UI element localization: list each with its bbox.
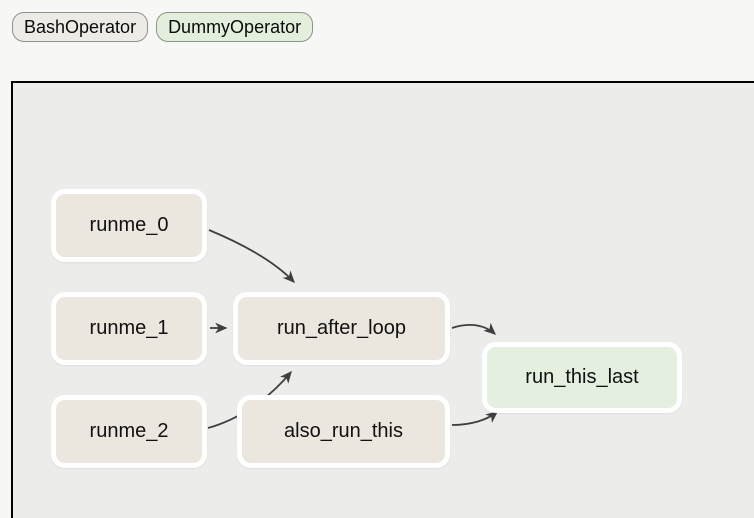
task-node-runme_1[interactable]: runme_1 (51, 292, 207, 365)
edge-run_after_loop-run_this_last (451, 322, 497, 335)
dag-graph-panel[interactable]: runme_0 runme_1 runme_2 run_after_loop a… (11, 81, 754, 518)
task-node-label: runme_0 (89, 214, 169, 236)
task-node-run_after_loop[interactable]: run_after_loop (233, 292, 450, 365)
task-node-runme_0[interactable]: runme_0 (51, 189, 207, 262)
task-node-run_this_last[interactable]: run_this_last (482, 342, 682, 413)
edge-runme_0-run_after_loop (208, 229, 295, 283)
task-node-label: run_after_loop (277, 317, 406, 339)
task-node-label: runme_2 (89, 420, 169, 442)
legend-badge-bash-operator[interactable]: BashOperator (12, 12, 149, 42)
task-node-runme_2[interactable]: runme_2 (51, 395, 207, 468)
task-node-label: run_this_last (525, 366, 639, 388)
operator-legend: BashOperator DummyOperator (12, 12, 314, 42)
legend-badge-dummy-operator[interactable]: DummyOperator (156, 12, 314, 42)
task-node-label: also_run_this (284, 420, 403, 442)
task-node-also_run_this[interactable]: also_run_this (237, 395, 450, 468)
task-node-label: runme_1 (89, 317, 169, 339)
edge-also_run_this-run_this_last (451, 411, 499, 426)
